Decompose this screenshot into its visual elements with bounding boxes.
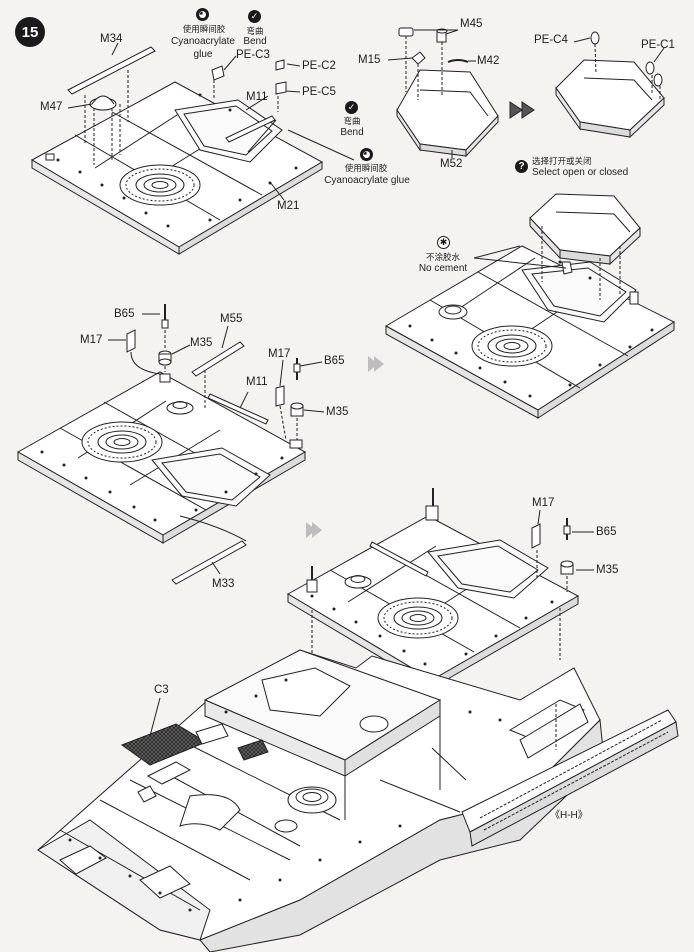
part-label-pe-c2: PE-C2	[302, 60, 336, 72]
bend-icon-2: ✓	[345, 101, 358, 114]
part-label-h-h: 《H-H》	[550, 810, 588, 821]
part-label-c3: C3	[154, 684, 169, 696]
part-label-m17-b: M17	[268, 348, 291, 360]
part-label-m52: M52	[440, 158, 463, 170]
glue-note-cn: 使用瞬间胶	[182, 24, 226, 34]
part-label-pe-c5: PE-C5	[302, 86, 336, 98]
part-label-m15: M15	[358, 54, 381, 66]
no-cement-icon: ✱	[437, 236, 450, 249]
part-label-b65-b: B65	[324, 355, 345, 367]
glue-note-en1: Cyanoacrylate	[171, 36, 235, 47]
part-label-m35-a: M35	[190, 337, 213, 349]
select-note-en: Select open or closed	[532, 167, 629, 178]
part-label-b65-a: B65	[114, 308, 135, 320]
part-label-pe-c3: PE-C3	[236, 49, 270, 61]
part-label-m35-c: M35	[596, 564, 619, 576]
bend-note-2-cn: 弯曲	[343, 116, 361, 126]
part-label-m11-mid: M11	[246, 376, 268, 388]
glue-icon: ◕	[196, 8, 209, 21]
glue-note-2-cn: 使用瞬间胶	[344, 163, 388, 173]
part-label-m11-top: M11	[246, 91, 268, 103]
part-label-m17-a: M17	[80, 334, 103, 346]
no-cement-note-en: No cement	[418, 263, 468, 274]
bend-icon: ✓	[248, 10, 261, 23]
deck-plate-right	[384, 193, 676, 419]
glue-note-2-en: Cyanoacrylate glue	[324, 175, 410, 186]
no-cement-note-cn: 不涂胶水	[425, 252, 460, 262]
glue-note-en2: glue	[193, 49, 213, 60]
part-label-m42: M42	[477, 55, 500, 67]
step-number-badge: 15	[15, 17, 45, 47]
bend-note-cn: 弯曲	[246, 26, 264, 36]
part-label-m17-c: M17	[532, 497, 555, 509]
bend-note-2-en: Bend	[340, 127, 364, 138]
select-note-cn: 选择打开或关闭	[532, 156, 592, 166]
deck-plate-topleft	[30, 42, 355, 255]
part-label-m45: M45	[460, 18, 483, 30]
hatch-subassembly	[387, 27, 665, 158]
part-label-pe-c4: PE-C4	[534, 34, 568, 46]
part-label-m47: M47	[40, 101, 63, 113]
part-label-pe-c1: PE-C1	[641, 39, 675, 51]
question-icon: ?	[515, 160, 528, 173]
deck-plate-left	[16, 304, 325, 585]
hull-body	[37, 649, 679, 952]
part-label-m55: M55	[220, 313, 243, 325]
bend-note-en: Bend	[243, 36, 267, 47]
flow-arrows	[306, 356, 384, 538]
part-label-b65-c: B65	[596, 526, 617, 538]
part-label-m35-b: M35	[326, 406, 349, 418]
part-label-m21: M21	[277, 200, 300, 212]
part-label-m33: M33	[212, 578, 235, 590]
part-label-m34: M34	[100, 33, 123, 45]
glue-icon-2: ◕	[360, 148, 373, 161]
